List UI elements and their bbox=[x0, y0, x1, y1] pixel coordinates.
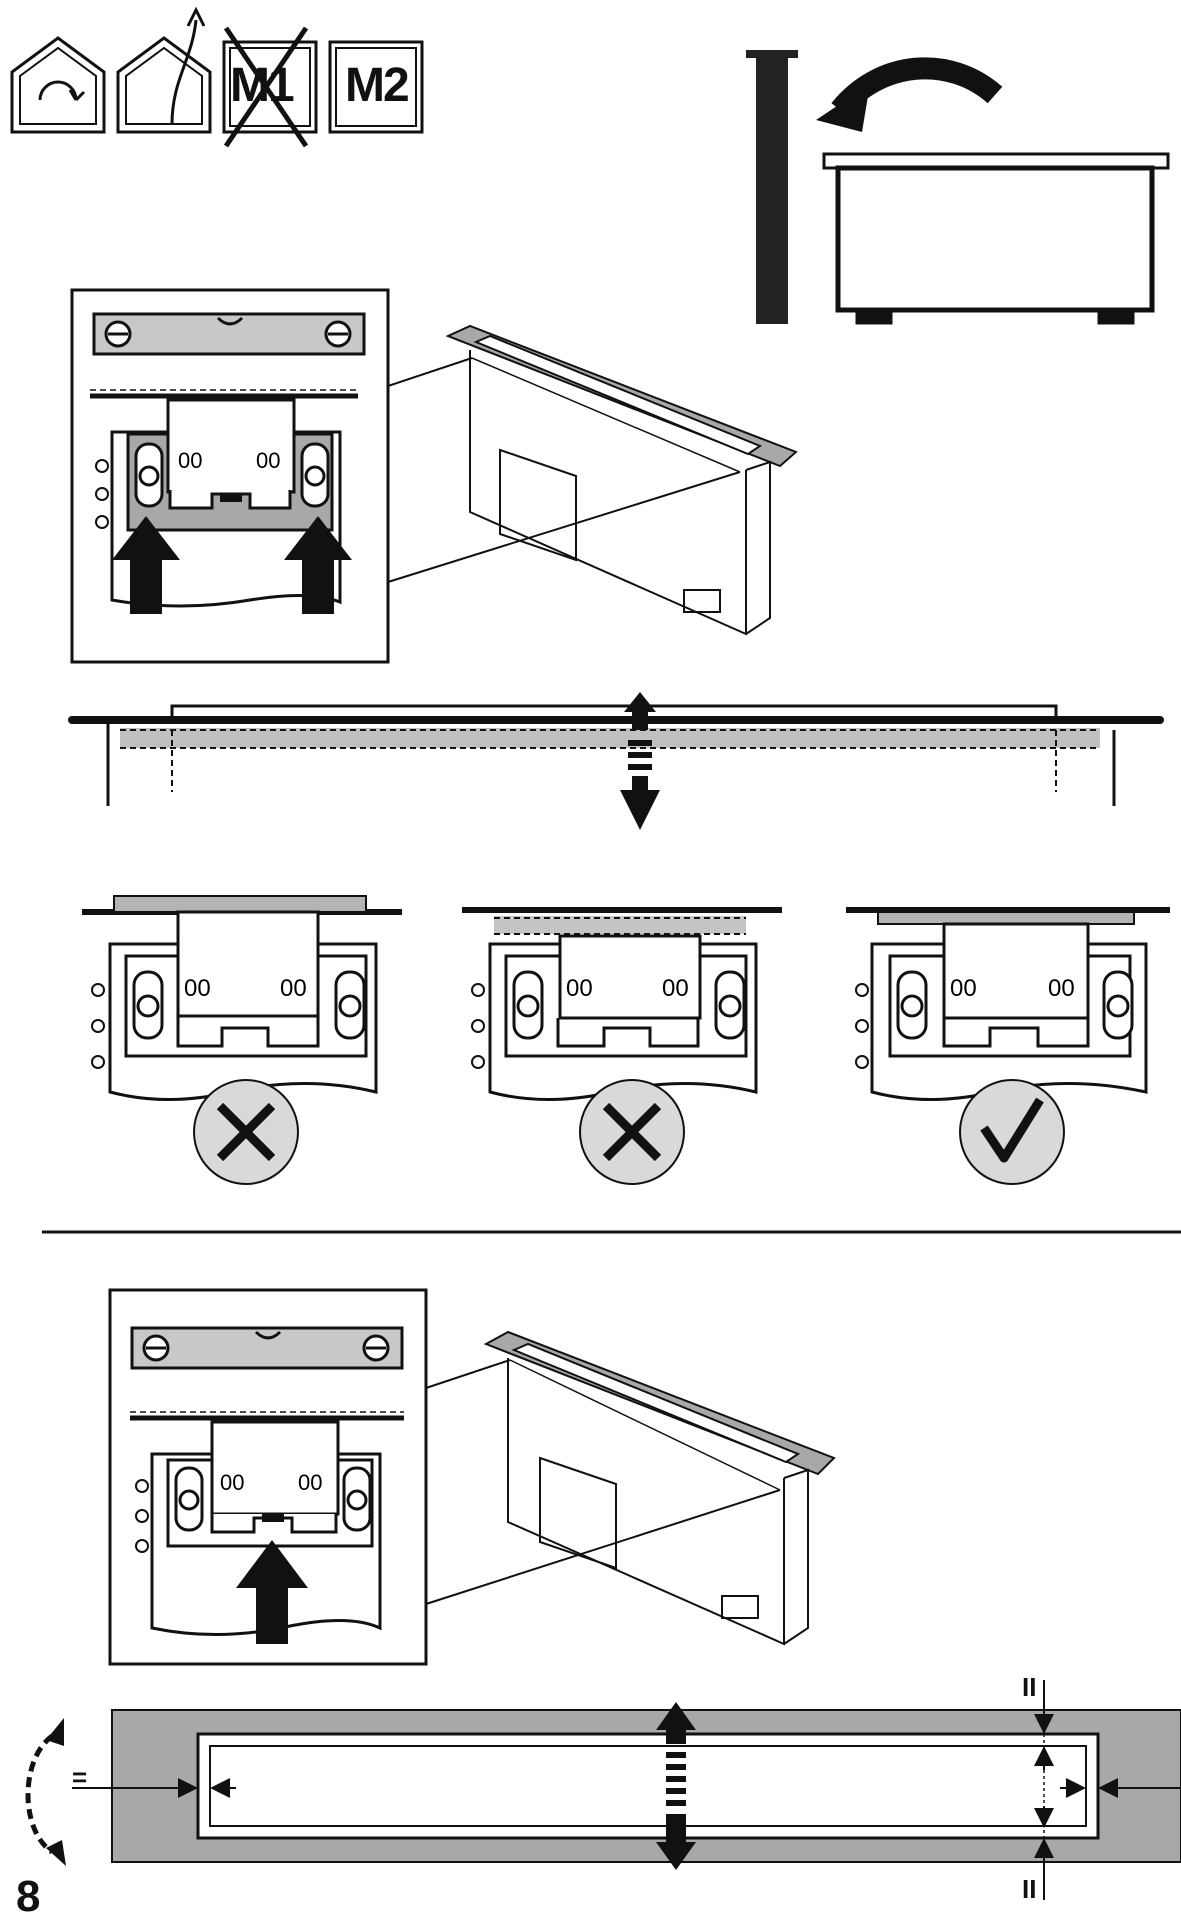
cross-icon bbox=[216, 1102, 276, 1162]
rotate-arrow-icon bbox=[25, 1734, 54, 1855]
m2-badge bbox=[328, 40, 424, 134]
up-arrow-icon bbox=[236, 1540, 308, 1644]
page-number: 8 bbox=[16, 1872, 41, 1921]
svg-text:00: 00 bbox=[950, 975, 977, 1002]
chimney-tube bbox=[746, 50, 798, 324]
detail-box-1: 00 00 bbox=[70, 288, 390, 664]
down-arrow-icon bbox=[620, 790, 660, 830]
recirculation-icon bbox=[10, 36, 106, 134]
equal-gap-mark: = bbox=[72, 1762, 88, 1792]
equal-gap-mark-top: II bbox=[1022, 1672, 1037, 1702]
up-arrow-icon bbox=[284, 516, 352, 614]
up-arrow-icon bbox=[624, 692, 656, 730]
svg-text:00: 00 bbox=[184, 975, 211, 1002]
up-arrow-icon bbox=[112, 516, 180, 614]
svg-text:00: 00 bbox=[662, 975, 689, 1002]
spirit-level bbox=[92, 312, 366, 356]
svg-text:00: 00 bbox=[220, 1470, 244, 1495]
svg-text:00: 00 bbox=[566, 975, 593, 1002]
spirit-level bbox=[130, 1326, 404, 1370]
height-adjust-diagram bbox=[68, 692, 1164, 830]
down-arrow-icon bbox=[656, 1842, 696, 1870]
cross-out-line bbox=[223, 26, 309, 148]
downdraft-unit-1 bbox=[445, 324, 798, 636]
centering-diagram bbox=[25, 1680, 1181, 1900]
equal-gap-mark-bottom: II bbox=[1022, 1874, 1037, 1904]
svg-text:00: 00 bbox=[178, 448, 202, 473]
up-arrow-icon bbox=[656, 1702, 696, 1744]
svg-text:00: 00 bbox=[298, 1470, 322, 1495]
hob-box bbox=[822, 152, 1170, 325]
extraction-icon bbox=[116, 6, 212, 134]
svg-text:00: 00 bbox=[280, 975, 307, 1002]
detail-box-2: 00 00 bbox=[108, 1288, 428, 1666]
rotate-arrow-icon bbox=[816, 57, 1003, 132]
alignment-example-2: 00 00 bbox=[462, 907, 782, 1185]
m1-label: M1 bbox=[230, 59, 295, 112]
alignment-example-1: 00 00 bbox=[82, 895, 402, 1185]
downdraft-unit-2 bbox=[483, 1330, 836, 1646]
m2-label: M2 bbox=[345, 59, 410, 112]
alignment-example-3: 00 00 bbox=[846, 907, 1170, 1185]
cross-icon bbox=[602, 1102, 662, 1162]
check-icon bbox=[980, 1097, 1044, 1163]
svg-text:00: 00 bbox=[256, 448, 280, 473]
m1-badge bbox=[222, 26, 318, 148]
svg-text:00: 00 bbox=[1048, 975, 1075, 1002]
